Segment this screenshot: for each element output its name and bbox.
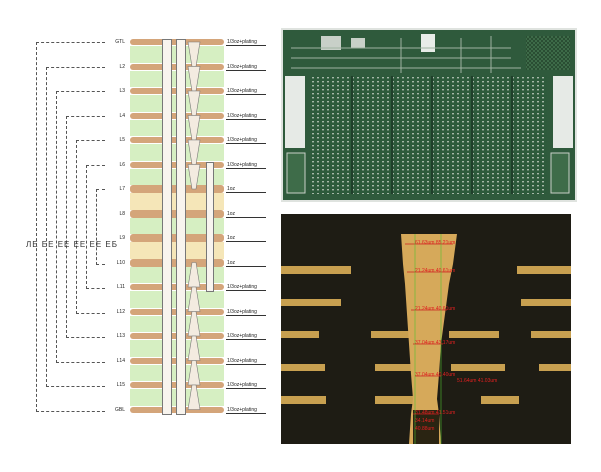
layer-label-l3: L3 [119, 88, 125, 94]
layer-label-l8: L8 [119, 210, 125, 217]
copper-weight-note: 1oz [227, 259, 236, 266]
layer-label-l10: L10 [116, 259, 125, 266]
measurement-label: 61.63um 85.21um [415, 240, 456, 246]
copper-weight-note: 1/3oz+plating [227, 333, 257, 339]
microvia [187, 164, 201, 190]
note-leader-line [226, 192, 266, 193]
measurement-label: 21.24um 40.61um [415, 306, 456, 312]
note-leader-line [226, 388, 266, 389]
layer-label-l14: L14 [116, 357, 125, 364]
microvia [187, 335, 201, 361]
layer-label-l13: L13 [116, 333, 125, 339]
note-leader-line [226, 216, 266, 218]
note-leader-line [226, 265, 266, 267]
copper-weight-note: 1/3oz+plating [227, 406, 257, 413]
measurement-label: 21.24um 40.61um [415, 268, 456, 274]
note-leader-line [226, 412, 266, 414]
note-leader-line [226, 69, 266, 71]
layer-label-l11: L11 [117, 284, 125, 290]
note-leader-line [226, 363, 266, 365]
microvia [187, 139, 201, 165]
layer-label-gtl: GTL [115, 39, 125, 45]
cross-section-micrograph: 61.63um 85.21um 21.24um 40.61um 21.24um 40… [281, 214, 571, 444]
microvia [187, 311, 201, 337]
lamination-bracket [86, 164, 105, 289]
layer-label-l12: L12 [116, 308, 125, 315]
lamination-label: ЛЕ ЕЕ ЕЕ ЕЕ ЕЕ ЕБ [26, 240, 118, 249]
copper-weight-note: 1oz [227, 186, 236, 192]
copper-weight-note: 1/3oz+plating [227, 357, 257, 364]
copper-weight-note: 1oz [227, 235, 236, 241]
lamination-bracket [66, 115, 105, 338]
layer-label-l4: L4 [119, 112, 125, 119]
copper-weight-note: 1/3oz+plating [227, 308, 257, 315]
layer-label-l9: L9 [119, 235, 125, 241]
microvia [187, 115, 201, 141]
note-leader-line [226, 167, 266, 169]
note-leader-line [226, 241, 266, 242]
microvia [187, 41, 201, 67]
lamination-bracket [36, 42, 105, 412]
microvia [187, 66, 201, 92]
measurement-label: 40.88um [415, 426, 435, 432]
measurement-label: 31.48um 41.51um [415, 410, 456, 416]
plated-through-via [206, 161, 214, 292]
copper-weight-note: 1/3oz+plating [227, 284, 257, 290]
note-leader-line [226, 118, 266, 120]
copper-weight-note: 1/3oz+plating [227, 63, 257, 70]
note-leader-line [226, 45, 266, 46]
plated-through-via [162, 39, 172, 415]
layer-label-l15: L15 [116, 382, 125, 388]
microvia [187, 360, 201, 386]
lamination-bracket [96, 189, 105, 265]
layer-label-l2: L2 [119, 63, 125, 70]
copper-weight-note: 1/3oz+plating [227, 88, 257, 94]
pcb-photo [281, 28, 577, 202]
layer-label-l5: L5 [119, 137, 125, 143]
note-leader-line [226, 94, 266, 95]
measurement-label: 37.04um 40.40um [415, 372, 456, 378]
microvia [187, 90, 201, 116]
micrograph-graphic [281, 214, 571, 444]
microvia-stack [187, 41, 201, 410]
note-leader-line [226, 290, 266, 291]
plated-through-via [176, 39, 186, 415]
copper-weight-note: 1/3oz+plating [227, 39, 257, 45]
lamination-bracket [46, 66, 105, 387]
copper-weight-note: 1/3oz+plating [227, 112, 257, 119]
copper-weight-note: 1/3oz+plating [227, 161, 257, 168]
measurement-label: 34.14um [415, 418, 435, 424]
microvia [187, 262, 201, 288]
measurement-label: 37.04um 43.17um [415, 340, 456, 346]
layer-label-gbl: GBL [114, 406, 125, 413]
lamination-bracket [76, 140, 105, 314]
pcb-board-graphic [283, 30, 575, 200]
copper-weight-note: 1/3oz+plating [227, 382, 257, 388]
note-leader-line [226, 314, 266, 316]
layer-label-l7: L7 [119, 186, 125, 192]
measurement-label: 51.64um 41.03um [457, 378, 498, 384]
copper-weight-note: 1/3oz+plating [227, 137, 257, 143]
layer-label-l6: L6 [119, 161, 125, 168]
copper-weight-note: 1oz [227, 210, 236, 217]
note-leader-line [226, 143, 266, 144]
lamination-bracket [56, 91, 105, 363]
microvia [187, 286, 201, 312]
microvia [187, 384, 201, 410]
note-leader-line [226, 339, 266, 340]
